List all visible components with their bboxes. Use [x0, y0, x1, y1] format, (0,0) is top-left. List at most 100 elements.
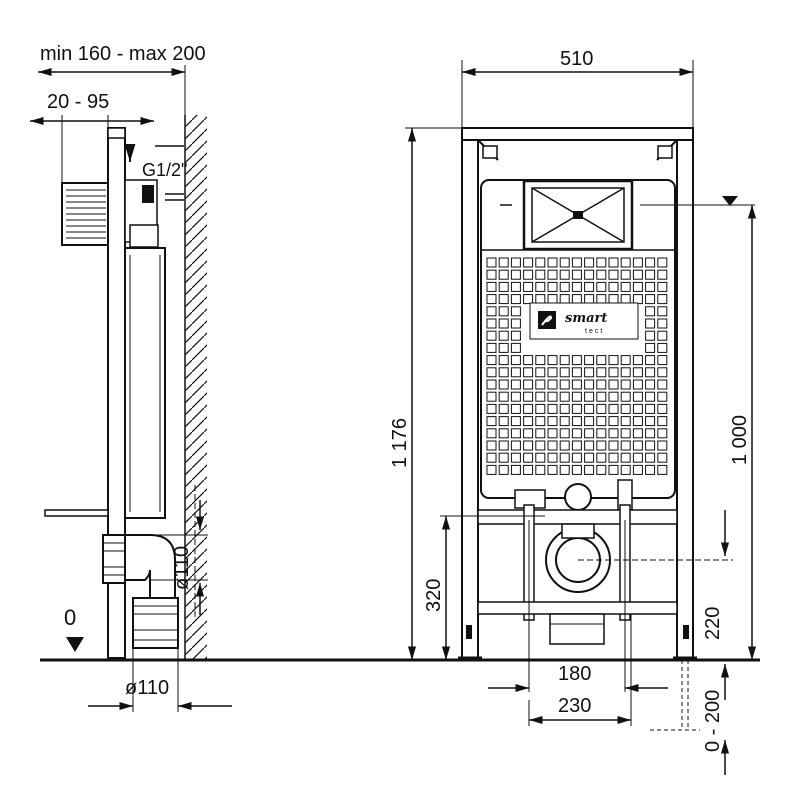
grid-cell	[510, 281, 521, 292]
grid-cell	[559, 440, 570, 451]
grid-cell	[486, 269, 497, 280]
grid-cell	[559, 379, 570, 390]
grid-cell	[596, 269, 607, 280]
grid-cell	[584, 464, 595, 475]
grid-cell	[584, 355, 595, 366]
grid-cell	[608, 440, 619, 451]
mounting-bar	[477, 509, 678, 525]
grid-cell	[632, 428, 643, 439]
logo-text: smart	[565, 311, 607, 326]
grid-cell	[510, 440, 521, 451]
grid-cell	[523, 379, 534, 390]
grid-cell	[620, 391, 631, 402]
grid-cell	[645, 269, 656, 280]
grid-cell	[584, 281, 595, 292]
frame-bottom-rail	[477, 601, 678, 615]
grid-cell	[510, 342, 521, 353]
grid-cell	[632, 355, 643, 366]
grid-cell	[596, 403, 607, 414]
grid-cell	[523, 269, 534, 280]
grid-cell	[547, 257, 558, 268]
grid-cell	[486, 452, 497, 463]
grid-cell	[559, 391, 570, 402]
grid-cell	[486, 391, 497, 402]
logo-subtext: tect	[585, 328, 604, 335]
grid-cell	[608, 416, 619, 427]
grid-cell	[498, 257, 509, 268]
grid-cell	[571, 257, 582, 268]
side-view: min 160 - max 200 20 - 95 G1/2" ø110 ø11…	[30, 43, 232, 712]
grid-cell	[486, 403, 497, 414]
grid-cell	[486, 257, 497, 268]
grid-cell	[486, 416, 497, 427]
label-stud-spacing: 180	[558, 663, 591, 685]
grid-cell	[584, 452, 595, 463]
grid-cell	[498, 306, 509, 317]
grid-cell	[559, 257, 570, 268]
grid-cell	[510, 318, 521, 329]
grid-cell	[596, 428, 607, 439]
grid-cell	[657, 416, 668, 427]
grid-cell	[523, 416, 534, 427]
grid-cell	[608, 269, 619, 280]
grid-cell	[632, 403, 643, 414]
grid-cell	[498, 428, 509, 439]
grid-cell	[620, 269, 631, 280]
grid-cell	[571, 367, 582, 378]
grid-cell	[632, 464, 643, 475]
grid-cell	[547, 391, 558, 402]
grid-cell	[498, 391, 509, 402]
grid-cell	[657, 464, 668, 475]
grid-cell	[486, 294, 497, 305]
grid-cell	[559, 428, 570, 439]
grid-cell	[632, 281, 643, 292]
grid-cell	[559, 269, 570, 280]
grid-cell	[535, 464, 546, 475]
grid-cell	[547, 269, 558, 280]
grid-cell	[596, 391, 607, 402]
grid-cell	[620, 464, 631, 475]
grid-cell	[620, 403, 631, 414]
grid-cell	[620, 416, 631, 427]
grid-cell	[510, 355, 521, 366]
grid-cell	[535, 391, 546, 402]
grid-cell	[547, 416, 558, 427]
grid-cell	[632, 269, 643, 280]
grid-cell	[571, 281, 582, 292]
grid-cell	[547, 440, 558, 451]
grid-cell	[632, 257, 643, 268]
grid-cell	[559, 452, 570, 463]
grid-cell	[547, 281, 558, 292]
label-button-depth: 20 - 95	[47, 91, 109, 113]
grid-cell	[498, 379, 509, 390]
label-pipe-horizontal-dia: ø110	[125, 677, 169, 699]
grid-cell	[645, 403, 656, 414]
grid-cell	[510, 306, 521, 317]
grid-cell	[535, 416, 546, 427]
grid-cell	[608, 452, 619, 463]
grid-cell	[608, 355, 619, 366]
grid-cell	[535, 257, 546, 268]
grid-cell	[486, 379, 497, 390]
grid-cell	[523, 403, 534, 414]
grid-cell	[584, 391, 595, 402]
grid-cell	[510, 269, 521, 280]
grid-cell	[645, 452, 656, 463]
grid-cell	[498, 403, 509, 414]
grid-cell	[596, 464, 607, 475]
grid-cell	[584, 428, 595, 439]
grid-cell	[645, 342, 656, 353]
grid-cell	[559, 403, 570, 414]
grid-cell	[510, 257, 521, 268]
grid-cell	[547, 355, 558, 366]
label-feet-extension: 0 - 200	[702, 690, 724, 752]
grid-cell	[584, 269, 595, 280]
grid-cell	[584, 367, 595, 378]
grid-cell	[498, 355, 509, 366]
grid-cell	[620, 355, 631, 366]
grid-cell	[608, 281, 619, 292]
grid-cell	[584, 379, 595, 390]
grid-cell	[596, 452, 607, 463]
grid-cell	[596, 379, 607, 390]
grid-cell	[535, 269, 546, 280]
